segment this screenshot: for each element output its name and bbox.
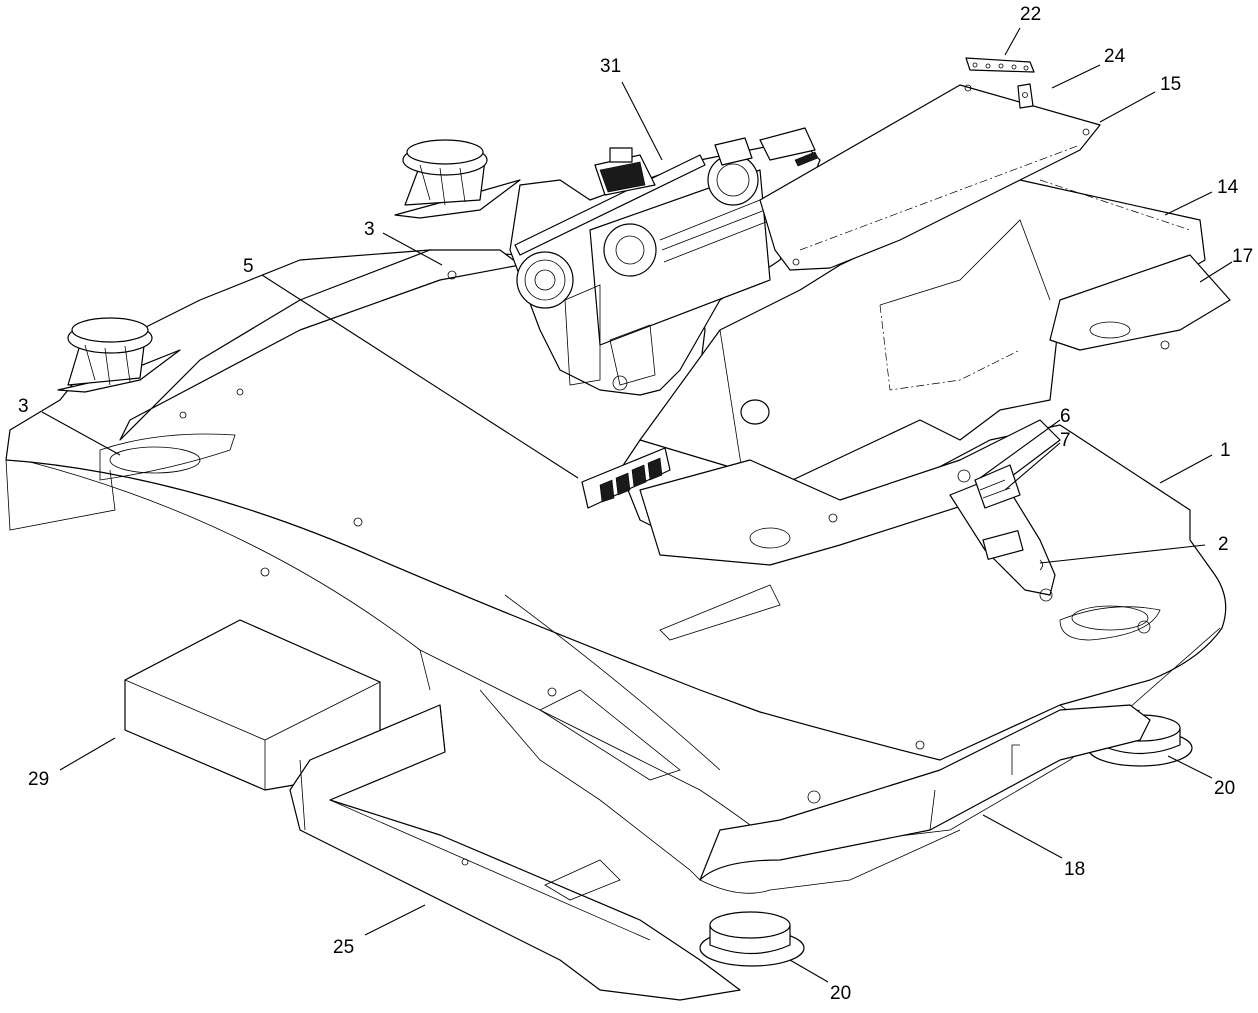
leader-3b [41,411,121,456]
callout-31: 31 [600,56,621,77]
callout-5: 5 [243,256,254,277]
small-bracket [1017,83,1034,109]
callout-3-upper: 3 [364,219,375,240]
leader-1 [1159,454,1213,484]
callout-20-bottom: 20 [830,983,851,1004]
left-rail [119,249,521,441]
speaker-rear [394,139,521,219]
leader-31 [621,81,663,161]
callout-25: 25 [333,937,354,958]
duct-tube [699,704,1151,881]
leader-5 [261,274,579,479]
leader-22 [1004,27,1021,56]
hvac-unit [509,127,821,396]
leader-20a [1167,755,1213,779]
callout-18: 18 [1064,859,1085,880]
speaker-front [57,317,181,393]
callout-22: 22 [1020,4,1041,25]
callout-3-lower: 3 [18,396,29,417]
leader-24 [1051,64,1101,89]
callout-24: 24 [1104,46,1126,67]
leader-20b [789,959,829,983]
leader-2 [1039,544,1206,564]
leader-7 [1004,442,1061,491]
callout-29: 29 [28,769,49,790]
lower-shroud [639,419,1061,566]
callout-7: 7 [1060,430,1071,451]
leader-3a [382,232,443,266]
callout-15: 15 [1160,74,1181,95]
callout-labels: 22 24 15 31 14 17 3 5 3 6 7 1 2 29 20 18… [18,4,1253,1004]
callout-6: 6 [1060,406,1071,427]
leader-14 [1164,191,1213,216]
leader-29 [59,737,116,771]
callout-17: 17 [1232,246,1253,267]
callout-1: 1 [1220,440,1231,461]
leader-17 [1199,261,1233,283]
leader-15 [1099,91,1156,123]
callout-14: 14 [1217,177,1239,198]
control-panel [949,464,1056,602]
connector-strip [965,57,1035,73]
vent-left [699,911,805,967]
leader-18 [982,814,1063,859]
callout-2: 2 [1218,534,1229,555]
tray [289,704,741,1001]
leader-25 [364,904,426,936]
callout-20-right: 20 [1214,778,1235,799]
grille-plate [581,447,671,509]
leader-6 [979,419,1061,479]
top-cover [759,84,1101,271]
duct-housing [639,179,1231,501]
leader-lines [41,27,1233,983]
